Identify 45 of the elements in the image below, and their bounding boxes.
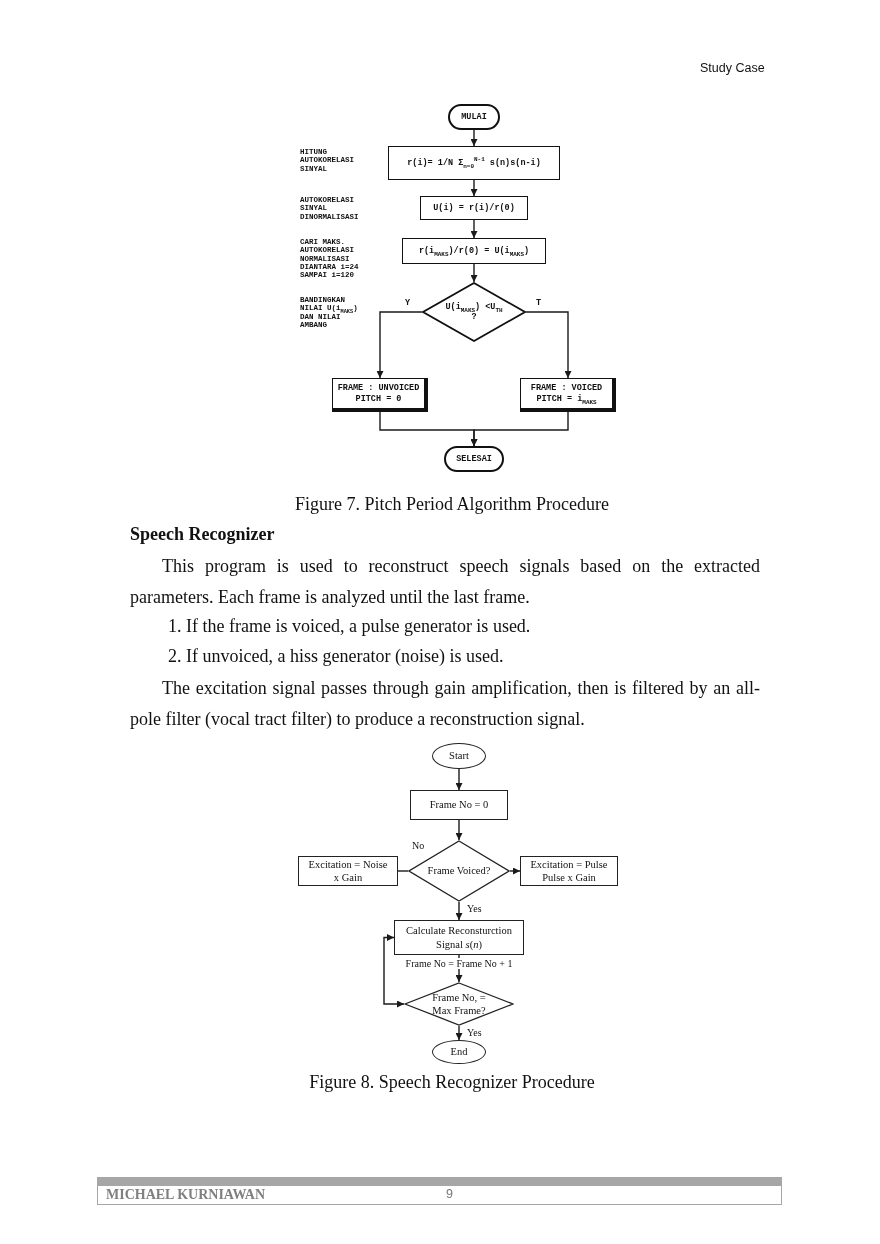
arrow — [470, 129, 478, 147]
figure-caption: Figure 8. Speech Recognizer Procedure — [308, 1072, 596, 1094]
list-item: 1. If the frame is voiced, a pulse generator is used. — [168, 616, 531, 638]
connector-line — [397, 870, 409, 872]
edge-label: T — [535, 299, 543, 308]
process-box: FRAME : VOICED PITCH = i$_{MAKS}$ — [520, 378, 616, 412]
arrow — [525, 311, 572, 379]
body-paragraph: The excitation signal passes through gain amplification, then is filtered by an all-pole filter (vocal tract filter) to produce a reconstruction signal. — [130, 677, 760, 731]
process-box: FRAME : UNVOICED PITCH = 0 — [332, 378, 428, 412]
body-paragraph: This program is used to reconstruct speech signals based on the extracted parameters. Each frame is analyzed until the last frame. — [130, 555, 760, 609]
figure-caption: Figure 7. Pitch Period Algorithm Procedure — [294, 494, 610, 516]
arrow — [470, 219, 478, 239]
process-box: r(i$_{MAKS}$)/r(0) = U(i$_{MAKS}$) — [402, 238, 546, 264]
edge-label: Yes — [466, 903, 483, 914]
process-box: Calculate Reconsturction Signal s(n) — [394, 920, 524, 955]
arrow — [455, 768, 463, 791]
footer-author: MICHAEL KURNIAWAN — [106, 1187, 266, 1204]
arrow — [455, 819, 463, 841]
page-number: 9 — [446, 1187, 453, 1202]
terminal-ellipse: End — [432, 1040, 486, 1064]
arrow — [376, 311, 423, 379]
process-box: U(i) = r(i)/r(0) — [420, 196, 528, 220]
section-heading: Speech Recognizer — [130, 524, 275, 546]
process-box: r(i)= 1/N Σ$_{n=0}$$^{N-1}$ s(n)s(n-i) — [388, 146, 560, 180]
arrow — [470, 179, 478, 197]
arrow — [455, 1025, 463, 1041]
edge-label: No — [411, 840, 426, 851]
decision-diamond: Frame No, = Max Frame? — [404, 982, 514, 1026]
arrow — [383, 934, 405, 1008]
terminal-capsule: SELESAI — [444, 446, 504, 472]
edge-label: Yes — [466, 1027, 483, 1038]
edge-label: Y — [404, 299, 412, 308]
process-box: Frame No = 0 — [410, 790, 508, 820]
terminal-capsule: MULAI — [448, 104, 500, 130]
page-header: Study Case — [700, 61, 765, 75]
process-box: Excitation = Noise x Gain — [298, 856, 398, 886]
list-item: 2. If unvoiced, a hiss generator (noise) is used. — [168, 646, 504, 668]
decision-diamond: U(i$_{MAKS}$) <U$_{TH}$ ? — [422, 282, 526, 342]
edge-label: Frame No = Frame No + 1 — [404, 958, 514, 969]
arrow — [470, 411, 569, 447]
arrow — [470, 263, 478, 283]
arrow — [509, 867, 521, 875]
arrow — [455, 901, 463, 921]
process-box: Excitation = Pulse Pulse x Gain — [520, 856, 618, 886]
terminal-ellipse: Start — [432, 743, 486, 769]
